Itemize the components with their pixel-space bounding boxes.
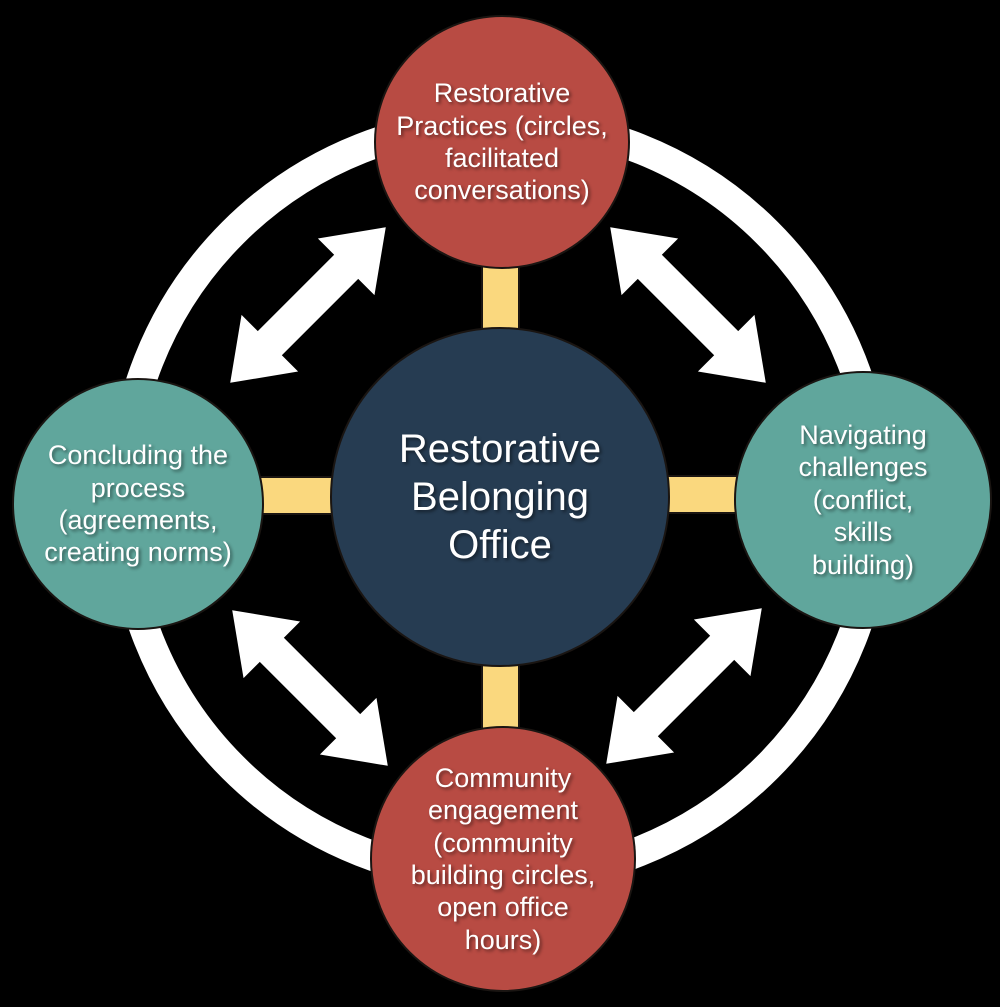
node-left: Concluding the process (agreements, crea… — [12, 378, 264, 630]
node-top-label: Restorative Practices (circles, facilita… — [396, 78, 608, 206]
node-right: Navigating challenges (conflict, skills … — [734, 371, 992, 629]
double-arrow-top-left-icon — [230, 227, 386, 383]
node-right-label: Navigating challenges (conflict, skills … — [798, 420, 928, 580]
node-bottom-label: Community engagement (community building… — [410, 762, 596, 955]
node-top: Restorative Practices (circles, facilita… — [374, 15, 630, 269]
node-bottom: Community engagement (community building… — [370, 726, 636, 992]
node-center: Restorative Belonging Office — [330, 327, 670, 667]
double-arrow-top-right-icon — [610, 227, 766, 383]
double-arrow-bottom-right-icon — [606, 608, 762, 764]
double-arrow-bottom-left-icon — [232, 610, 388, 766]
node-center-label: Restorative Belonging Office — [398, 427, 602, 567]
node-left-label: Concluding the process (agreements, crea… — [44, 440, 232, 568]
